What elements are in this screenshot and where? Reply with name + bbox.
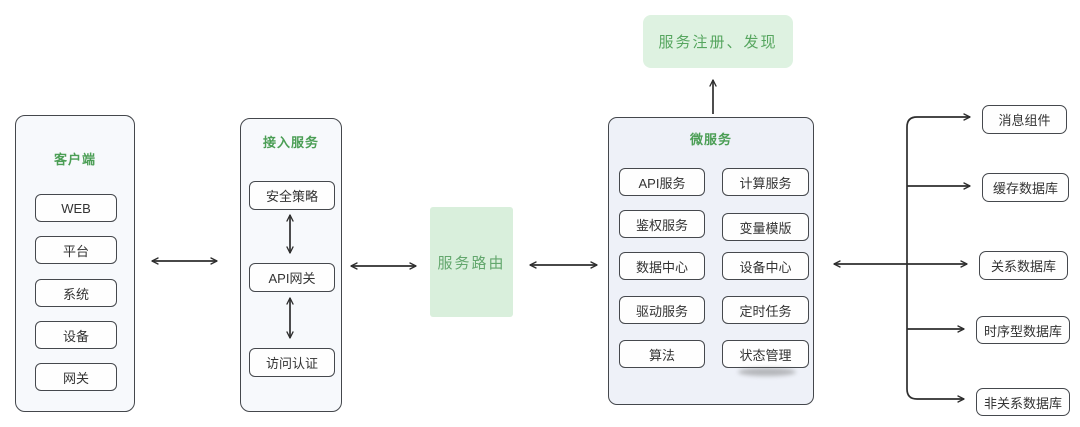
micro-item-device-center: 设备中心 xyxy=(722,252,809,280)
micro-item-scheduled-task: 定时任务 xyxy=(722,296,809,324)
access-panel-title: 接入服务 xyxy=(262,135,319,150)
storage-item-cache-database: 缓存数据库 xyxy=(982,173,1069,202)
storage-item-timeseries-database: 时序型数据库 xyxy=(976,316,1070,344)
client-item-system: 系统 xyxy=(35,279,117,307)
access-item-access-auth: 访问认证 xyxy=(249,348,335,377)
micro-item-state-management: 状态管理 xyxy=(722,340,809,368)
client-item-gateway: 网关 xyxy=(35,363,117,391)
storage-item-message-component: 消息组件 xyxy=(982,105,1067,134)
access-panel: 接入服务 安全策略 API网关 访问认证 xyxy=(240,118,342,412)
connector-storage-trunk xyxy=(906,116,918,400)
watermark-smudge xyxy=(738,368,796,376)
micro-item-algorithm: 算法 xyxy=(619,340,705,368)
service-routing-box: 服务路由 xyxy=(430,207,513,317)
access-item-security-policy: 安全策略 xyxy=(249,181,335,210)
service-registry-box: 服务注册、发现 xyxy=(643,15,793,68)
client-item-device: 设备 xyxy=(35,321,117,349)
storage-item-nonrelational-database: 非关系数据库 xyxy=(976,388,1070,416)
micro-item-driver-service: 驱动服务 xyxy=(619,296,705,324)
client-panel-title: 客户端 xyxy=(53,152,96,167)
client-item-web: WEB xyxy=(35,194,117,222)
micro-item-variable-template: 变量模版 xyxy=(722,213,809,241)
micro-item-api-service: API服务 xyxy=(619,168,705,196)
micro-item-data-center: 数据中心 xyxy=(619,252,705,280)
access-item-api-gateway: API网关 xyxy=(249,263,335,292)
microservices-panel-title: 微服务 xyxy=(689,132,732,147)
storage-item-relational-database: 关系数据库 xyxy=(979,251,1068,280)
microservices-panel: 微服务 API服务 计算服务 鉴权服务 变量模版 数据中心 设备中心 驱动服务 … xyxy=(608,117,814,405)
client-item-platform: 平台 xyxy=(35,236,117,264)
micro-item-compute-service: 计算服务 xyxy=(722,168,809,196)
micro-item-auth-service: 鉴权服务 xyxy=(619,210,705,238)
client-panel: 客户端 WEB 平台 系统 设备 网关 xyxy=(15,115,135,412)
